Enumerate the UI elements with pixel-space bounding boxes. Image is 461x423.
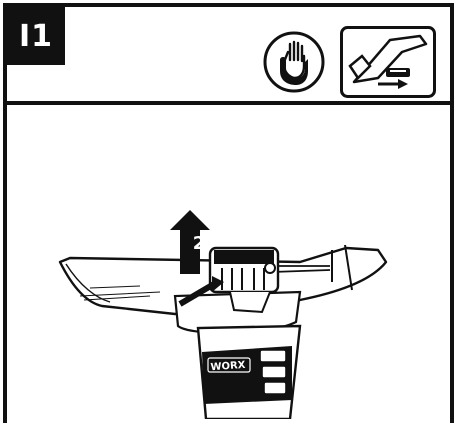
unplug-battery-icon [340, 26, 436, 98]
step-badge: I1 [7, 7, 65, 65]
header-divider [3, 101, 454, 105]
gloves-icon [263, 31, 325, 93]
step-number-label: 2 [192, 233, 206, 254]
trimmer-illustration [58, 210, 388, 419]
instruction-frame [3, 3, 454, 423]
step-label: I1 [18, 18, 54, 54]
